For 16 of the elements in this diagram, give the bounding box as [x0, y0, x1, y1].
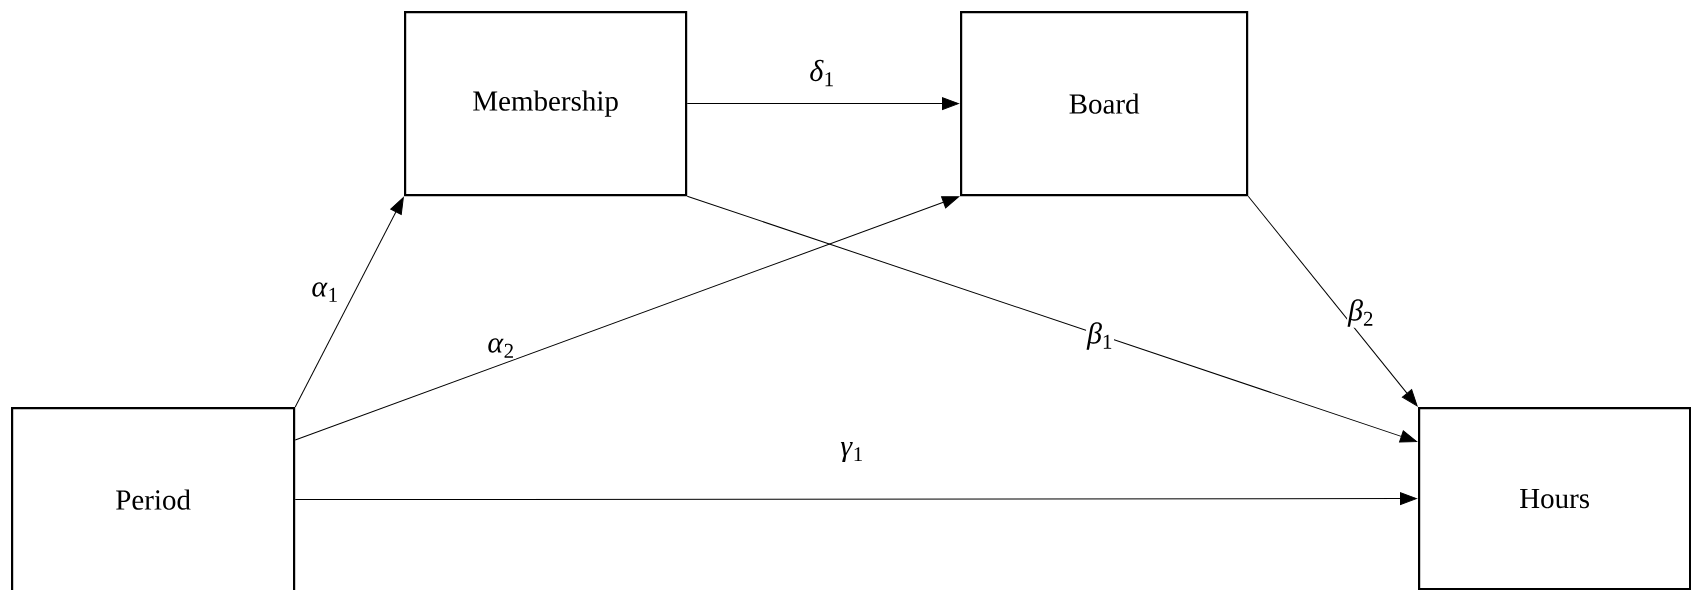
process-box: Board: [960, 11, 1249, 197]
process-box: Membership: [404, 11, 688, 197]
edge-label: α$_{1}$: [310, 281, 340, 303]
edge-label: γ$_{1}$: [839, 440, 865, 464]
process-box: Period: [11, 407, 296, 590]
arrow: [686, 195, 1418, 443]
edge-label: α$_{2}$: [486, 337, 516, 359]
process-box: Hours: [1418, 407, 1691, 590]
arrow: [1247, 195, 1418, 407]
arrow: [686, 97, 960, 110]
edge-label: β$_{2}$: [1347, 298, 1375, 328]
edge-label: δ$_{1}$: [808, 58, 836, 88]
edge-label: β$_{1}$: [1086, 321, 1114, 351]
arrow: [294, 492, 1418, 506]
arrow: [294, 197, 404, 408]
arrow: [294, 196, 960, 441]
